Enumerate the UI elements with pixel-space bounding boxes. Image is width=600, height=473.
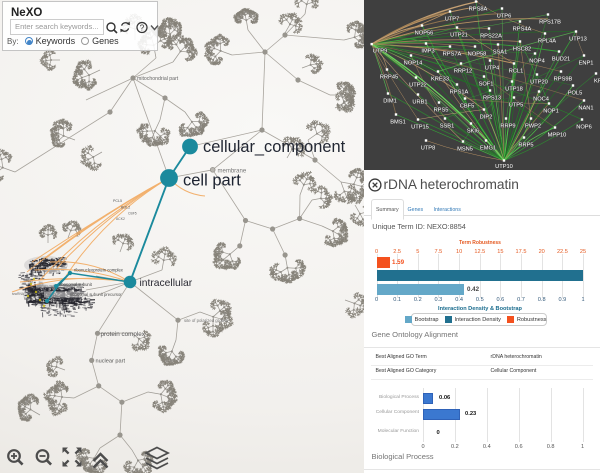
svg-text:NOP56: NOP56	[415, 30, 434, 36]
svg-text:RPS5: RPS5	[434, 107, 449, 113]
svg-text:UTP20: UTP20	[530, 79, 548, 85]
svg-text:POL5: POL5	[568, 90, 583, 96]
svg-text:SKI6: SKI6	[467, 128, 479, 134]
svg-text:RRP5: RRP5	[518, 142, 533, 148]
svg-text:UTP5: UTP5	[509, 102, 524, 108]
svg-text:URB1: URB1	[412, 99, 427, 105]
svg-text:intracellular: intracellular	[140, 278, 193, 289]
svg-text:MSN5: MSN5	[457, 146, 473, 152]
svg-text:cell part: cell part	[183, 172, 241, 190]
svg-text:protein complex: protein complex	[101, 331, 146, 338]
svg-text:NOP4: NOP4	[529, 58, 545, 64]
svg-text:RPS8A: RPS8A	[469, 6, 488, 12]
svg-text:RPS17B: RPS17B	[539, 19, 561, 25]
svg-text:RPS1A: RPS1A	[30, 265, 42, 269]
svg-text:CBF5: CBF5	[460, 103, 475, 109]
svg-text:RPS1A: RPS1A	[450, 89, 469, 95]
svg-text:NOP1: NOP1	[543, 108, 559, 114]
svg-text:RPS9B: RPS9B	[554, 76, 573, 82]
svg-text:HSC82: HSC82	[513, 46, 531, 52]
svg-text:UTP6: UTP6	[497, 13, 512, 19]
svg-text:membrane: membrane	[218, 168, 247, 174]
svg-text:?: ?	[140, 23, 145, 32]
svg-text:UTP18: UTP18	[505, 86, 523, 92]
svg-text:ACK2: ACK2	[116, 217, 125, 221]
svg-text:RRP45: RRP45	[380, 74, 398, 80]
svg-text:RRP12: RRP12	[454, 68, 472, 74]
svg-text:BOL2: BOL2	[121, 206, 130, 210]
svg-text:RPS4A: RPS4A	[513, 26, 532, 32]
svg-text:UTP15: UTP15	[411, 124, 429, 130]
svg-text:DIP2: DIP2	[480, 114, 493, 120]
svg-text:KR: KR	[594, 78, 600, 84]
svg-text:RPS7A: RPS7A	[443, 51, 462, 57]
svg-text:UTP22: UTP22	[409, 82, 427, 88]
svg-text:ribosomal subunit: ribosomal subunit	[59, 282, 93, 287]
svg-text:snoRNA: snoRNA	[12, 292, 25, 296]
svg-text:RPS13: RPS13	[483, 95, 501, 101]
svg-text:nuclear part: nuclear part	[96, 358, 126, 364]
svg-text:UTP7: UTP7	[445, 16, 460, 22]
svg-text:NOP6: NOP6	[576, 124, 592, 130]
svg-text:RPS22A: RPS22A	[480, 33, 502, 39]
svg-text:NOP58: NOP58	[468, 51, 487, 57]
svg-text:CBF5: CBF5	[128, 212, 137, 216]
svg-text:ribosomal subunit precursor: ribosomal subunit precursor	[70, 292, 122, 297]
svg-text:UTP8: UTP8	[421, 145, 436, 151]
svg-text:SSA1: SSA1	[493, 49, 508, 55]
svg-text:ribonucleoprotein complex: ribonucleoprotein complex	[74, 268, 124, 273]
svg-text:UTP13: UTP13	[569, 36, 587, 42]
svg-text:site of polarized growth: site of polarized growth	[184, 318, 229, 323]
svg-text:BMS1: BMS1	[390, 119, 406, 125]
svg-text:UTP4: UTP4	[485, 65, 500, 71]
svg-text:NOC4: NOC4	[533, 96, 549, 102]
svg-text:RCL1: RCL1	[509, 68, 524, 74]
svg-text:EMG1: EMG1	[480, 145, 496, 151]
svg-text:cellular_component: cellular_component	[203, 138, 346, 156]
svg-text:NOPs: NOPs	[24, 297, 33, 301]
svg-text:mitochondrial part: mitochondrial part	[137, 76, 179, 82]
svg-text:ENP1: ENP1	[579, 60, 594, 66]
svg-text:UTP10: UTP10	[495, 164, 513, 170]
svg-text:RRP9: RRP9	[500, 123, 515, 129]
svg-text:SOF1: SOF1	[479, 81, 494, 87]
svg-text:KRE33: KRE33	[431, 76, 449, 82]
svg-text:UTP21: UTP21	[450, 32, 468, 38]
svg-text:SSB1: SSB1	[440, 123, 455, 129]
svg-text:DIM1: DIM1	[383, 98, 397, 104]
svg-text:IMP3: IMP3	[421, 48, 434, 54]
svg-text:NAN1: NAN1	[578, 105, 593, 111]
svg-text:RPL4A: RPL4A	[538, 38, 556, 44]
svg-text:PWP2: PWP2	[525, 123, 541, 129]
svg-text:NOP14: NOP14	[404, 60, 423, 66]
svg-text:MPP10: MPP10	[548, 132, 567, 138]
svg-text:UTP9: UTP9	[373, 48, 388, 54]
svg-text:BUD21: BUD21	[552, 56, 570, 62]
svg-text:PCL5: PCL5	[113, 199, 122, 203]
